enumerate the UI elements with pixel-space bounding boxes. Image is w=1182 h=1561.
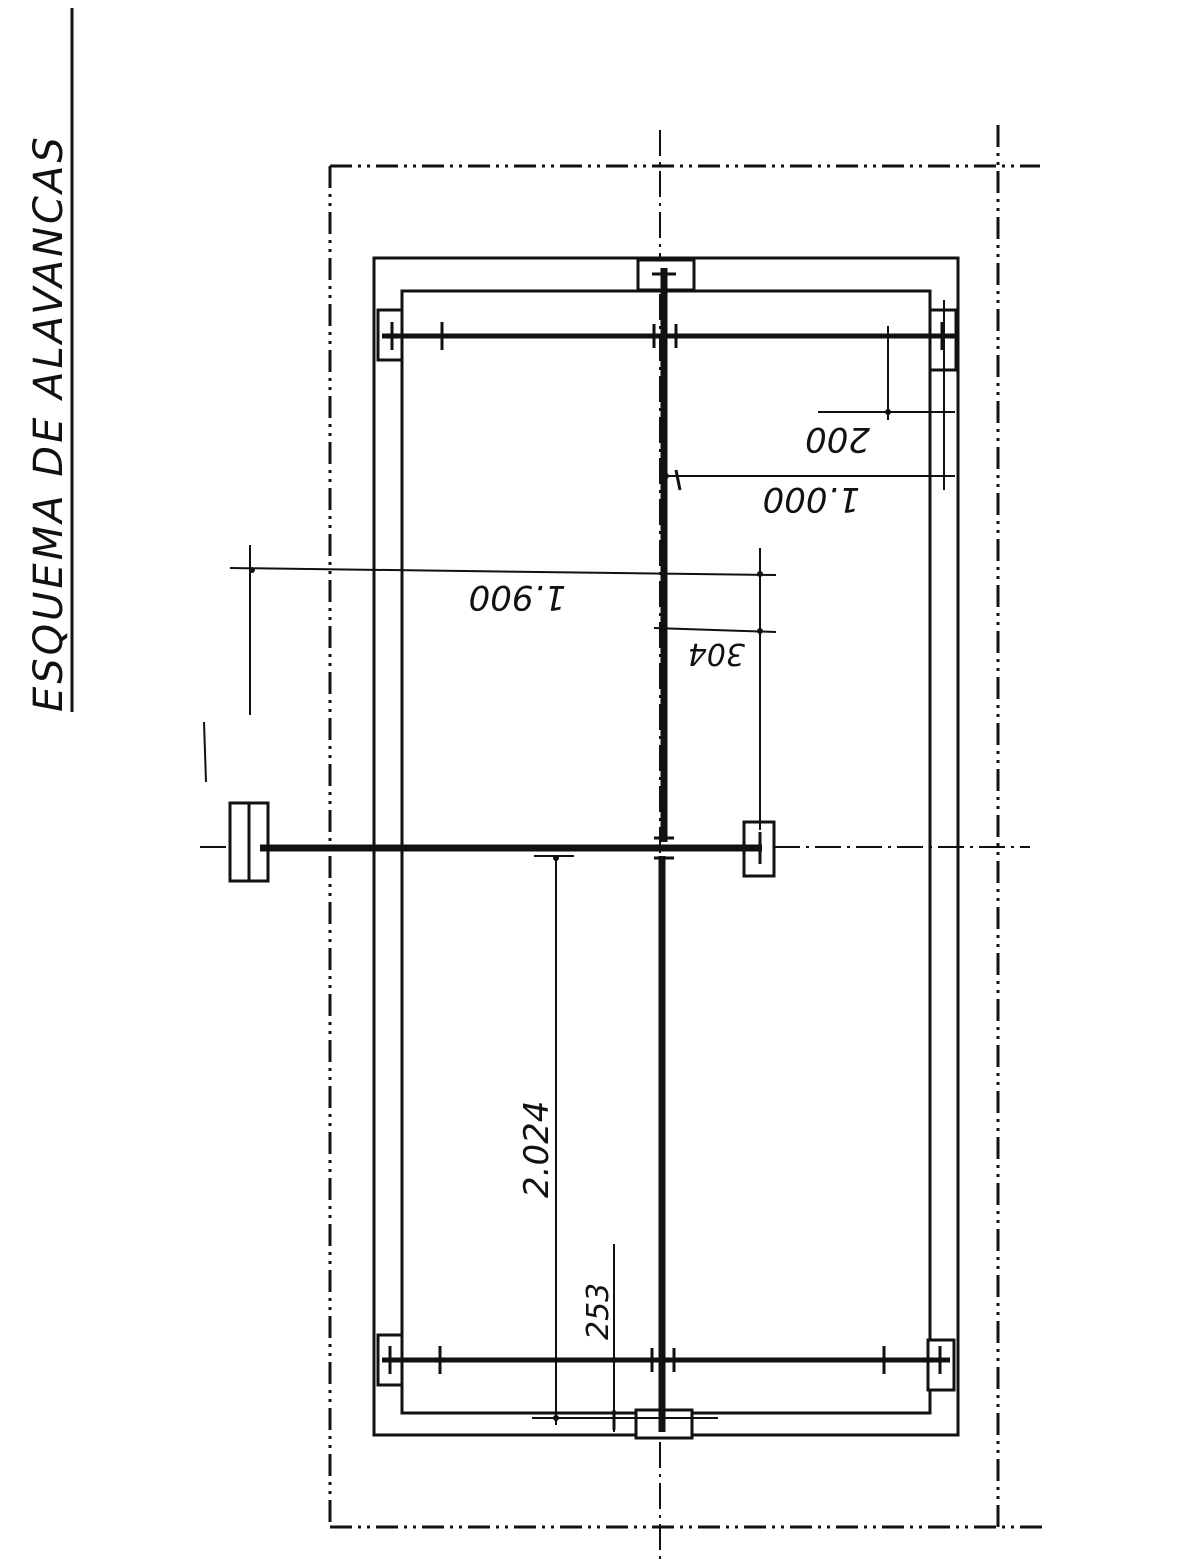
dim-label-304: 304 <box>688 636 745 671</box>
drawing-title: ESQUEMA DE ALAVANCAS <box>26 134 72 712</box>
dimension-2024: 2.024 <box>517 855 718 1425</box>
dimension-200: 200 <box>805 326 955 459</box>
outer-frame <box>328 125 1045 1529</box>
dim-label-253: 253 <box>581 1283 616 1340</box>
left-reference-mark <box>203 721 207 783</box>
lever-ticks <box>388 272 944 1374</box>
dim-label-1000: 1.000 <box>763 479 860 519</box>
dimension-1900: 1.900 <box>229 545 777 830</box>
dim-label-200: 200 <box>805 419 870 459</box>
dimension-1000: 1.000 <box>663 300 955 519</box>
levers <box>260 268 955 1432</box>
dimension-304: 304 <box>653 625 777 671</box>
dim-label-1900: 1.900 <box>469 577 566 617</box>
dim-label-2024: 2.024 <box>517 1101 557 1198</box>
title-group: ESQUEMA DE ALAVANCAS <box>26 8 74 712</box>
dimension-253: 253 <box>581 1244 638 1436</box>
